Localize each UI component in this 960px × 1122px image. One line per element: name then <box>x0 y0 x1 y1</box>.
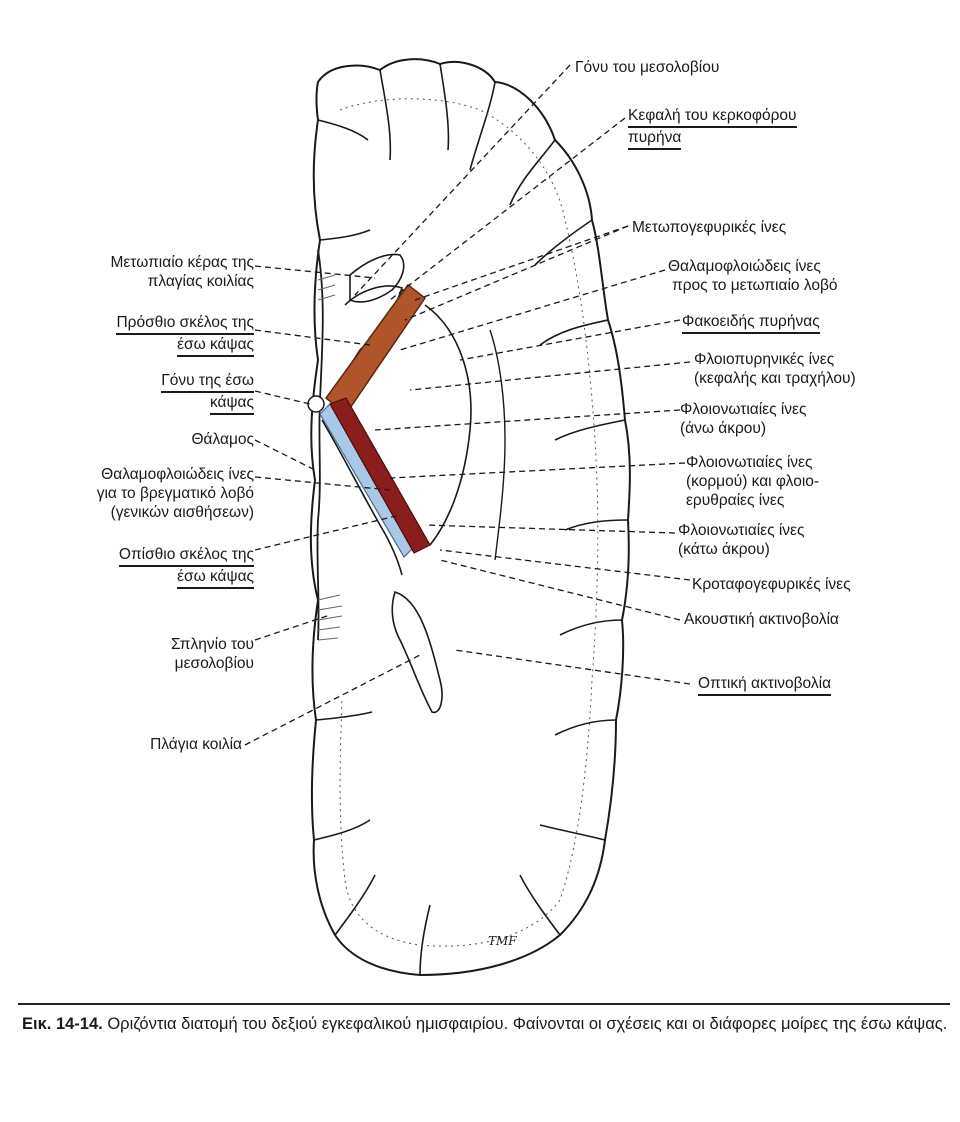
label-lentiform: Φακοειδής πυρήνας <box>682 312 820 334</box>
posterior-limb-front-band <box>329 397 431 554</box>
cortex-boundary <box>339 98 599 947</box>
posterior-ventricle-shape <box>391 590 443 714</box>
label-thalamus: Θάλαμος <box>191 431 254 448</box>
label-corticospinal-upper: Φλοιονωτιαίες ίνες(άνω άκρου) <box>680 401 807 437</box>
label-temporopontine: Κροταφογεφυρικές ίνες <box>692 576 851 593</box>
label-optic-radiation: Οπτική ακτινοβολία <box>698 674 832 696</box>
figure-caption: Εικ. 14-14. Οριζόντια διατομή του δεξιού… <box>22 1014 952 1035</box>
label-genu-corpus: Γόνυ του μεσολοβίου <box>575 59 720 76</box>
label-lateral-ventricle: Πλάγια κοιλία <box>150 736 242 753</box>
caption-label: Εικ. 14-14. <box>22 1015 103 1033</box>
commissural-hatching <box>317 274 343 641</box>
lentiform-shape <box>424 304 472 546</box>
genu-marker <box>307 395 325 413</box>
hemisphere-outline <box>309 58 631 977</box>
label-corticonuclear: Φλοιοπυρηνικές ίνες(κεφαλής και τραχήλου… <box>694 351 856 387</box>
hemisphere-drawing <box>244 58 691 977</box>
caption-rule <box>18 1003 950 1005</box>
label-corticospinal-lower: Φλοιονωτιαίες ίνες(κάτω άκρου) <box>678 522 805 558</box>
label-auditory-radiation: Ακουστική ακτινοβολία <box>684 611 839 628</box>
insula-line <box>489 329 506 561</box>
artist-signature: TMF <box>488 934 517 948</box>
medial-surface <box>316 249 324 641</box>
caption-text: Οριζόντια διατομή του δεξιού εγκεφαλικού… <box>107 1015 948 1033</box>
label-corticospinal-trunk: Φλοιονωτιαίες ίνες(κορμού) και φλοιο-ερυ… <box>686 454 820 509</box>
label-frontopontine: Μετωπογεφυρικές ίνες <box>632 219 787 236</box>
leader-lines <box>244 64 691 746</box>
frontal-horn-shape <box>349 253 405 303</box>
sulci <box>313 63 629 976</box>
